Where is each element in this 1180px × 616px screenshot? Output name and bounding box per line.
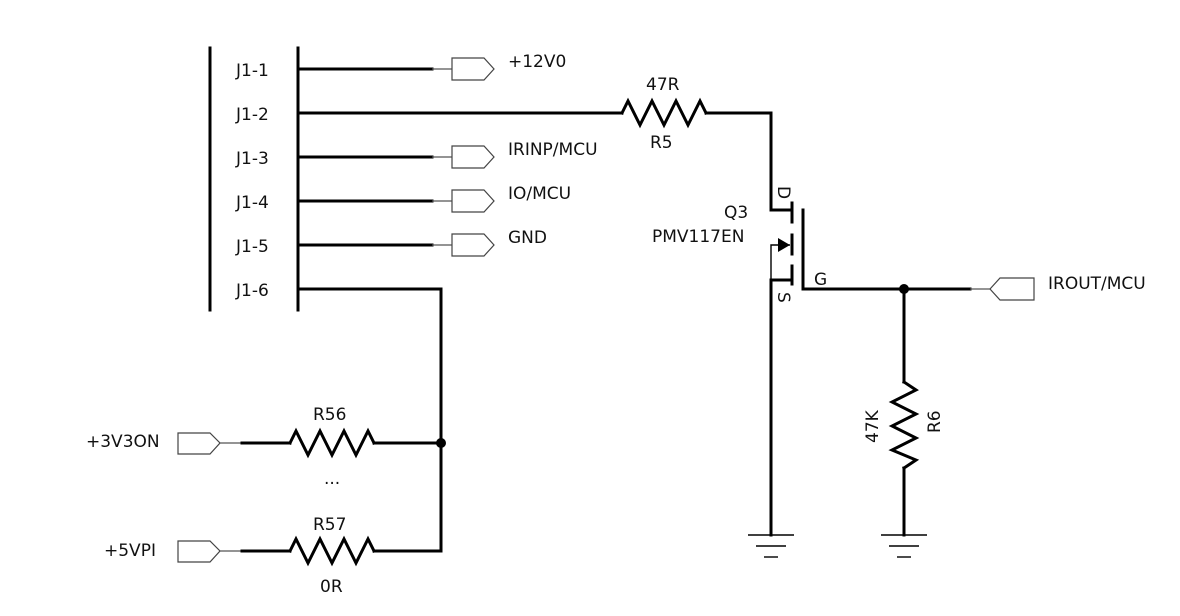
net-label-io: IO/MCU: [508, 184, 571, 204]
net-port-io: [451, 189, 495, 213]
pin-label-j1-6: J1-6: [235, 281, 269, 301]
net-label-irinp: IRINP/MCU: [508, 140, 598, 160]
resistor-r57: [287, 535, 377, 567]
q3-arrow-icon: [778, 238, 790, 252]
resistor-r5: [619, 97, 709, 129]
q3-part: PMV117EN: [652, 227, 744, 247]
r6-value: 47K: [863, 409, 883, 443]
net-label-irout: IROUT/MCU: [1048, 274, 1146, 294]
net-port-irout: [989, 277, 1035, 301]
ellipsis: ...: [324, 469, 340, 489]
q3-ref: Q3: [724, 203, 748, 223]
net-port-gnd: [451, 233, 495, 257]
q3-pin-d: D: [773, 186, 793, 199]
pin-label-j1-3: J1-3: [235, 149, 269, 169]
resistor-r56: [287, 427, 377, 459]
ground-symbol-q3: [748, 534, 794, 558]
ground-symbol-r6: [881, 534, 927, 558]
net-port-5vpi: [177, 540, 221, 563]
r5-ref: R5: [650, 133, 673, 153]
net-label-3v3on: +3V3ON: [86, 432, 160, 452]
r57-value: 0R: [320, 577, 343, 597]
net-port-12v0: [451, 57, 495, 81]
net-label-gnd: GND: [508, 228, 547, 248]
net-label-12v0: +12V0: [508, 52, 566, 72]
resistor-r6: [888, 379, 920, 471]
r56-ref: R56: [313, 405, 346, 425]
net-port-irinp: [451, 145, 495, 169]
pin-label-j1-4: J1-4: [235, 193, 269, 213]
r57-ref: R57: [313, 515, 346, 535]
pin-label-j1-5: J1-5: [235, 237, 269, 257]
pin-label-j1-2: J1-2: [235, 105, 269, 125]
r6-ref: R6: [925, 410, 945, 433]
q3-pin-s: S: [773, 292, 793, 303]
net-port-3v3on: [177, 432, 221, 455]
q3-pin-g: G: [814, 270, 827, 290]
wire-r5-drain: [704, 111, 792, 212]
r5-value: 47R: [646, 75, 680, 95]
wire-j1-6: [296, 287, 443, 553]
net-label-5vpi: +5VPI: [104, 541, 156, 561]
pin-label-j1-1: J1-1: [235, 61, 269, 81]
